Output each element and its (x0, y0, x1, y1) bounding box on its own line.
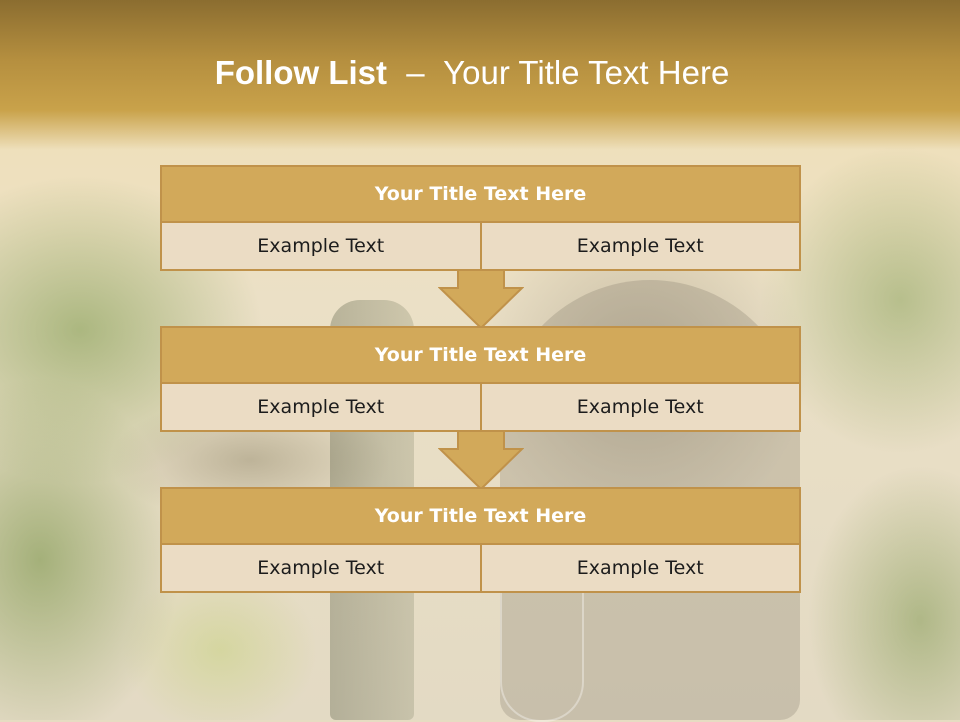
list-block-2[interactable]: Your Title Text Here Example Text Exampl… (160, 326, 801, 432)
header-band (0, 0, 960, 150)
block-row: Example Text Example Text (162, 545, 799, 591)
block-cell-right[interactable]: Example Text (479, 384, 799, 430)
list-block-3[interactable]: Your Title Text Here Example Text Exampl… (160, 487, 801, 593)
block-row: Example Text Example Text (162, 223, 799, 269)
wine-glass-image (500, 590, 584, 722)
block-title[interactable]: Your Title Text Here (162, 167, 799, 223)
block-cell-right[interactable]: Example Text (479, 545, 799, 591)
title-separator: – (406, 54, 425, 91)
block-cell-left[interactable]: Example Text (162, 384, 480, 430)
down-arrow-icon (438, 270, 524, 330)
block-cell-left[interactable]: Example Text (162, 545, 480, 591)
block-row: Example Text Example Text (162, 384, 799, 430)
slide-title[interactable]: Follow List – Your Title Text Here (0, 54, 944, 92)
block-title[interactable]: Your Title Text Here (162, 328, 799, 384)
block-cell-left[interactable]: Example Text (162, 223, 480, 269)
down-arrow-icon (438, 431, 524, 491)
title-bold-text: Follow List (214, 54, 388, 91)
block-title[interactable]: Your Title Text Here (162, 489, 799, 545)
title-rest-text: Your Title Text Here (443, 54, 730, 91)
list-block-1[interactable]: Your Title Text Here Example Text Exampl… (160, 165, 801, 271)
block-cell-right[interactable]: Example Text (479, 223, 799, 269)
